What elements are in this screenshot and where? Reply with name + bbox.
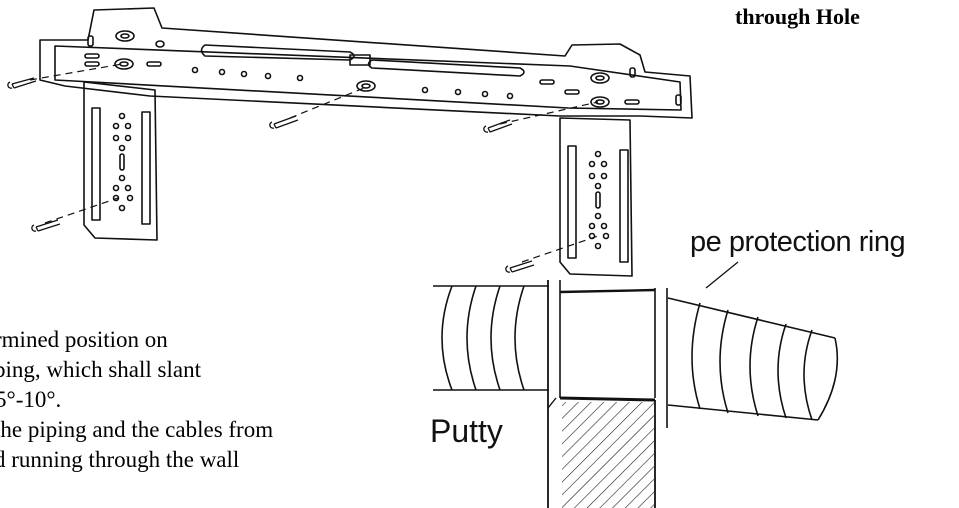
instruction-line: ping, which shall slant [0,357,201,382]
putty-label: Putty [430,413,503,449]
instruction-line: d running through the wall [0,447,240,472]
mounting-plate [39,7,693,119]
wall-hatch [562,402,654,508]
instruction-line: rmined position on [0,327,168,352]
instruction-line: the piping and the cables from [0,417,274,442]
screws [7,63,599,273]
right-support-bracket [559,117,633,277]
pipe-wall-section [433,261,839,508]
section-heading: through Hole [735,4,860,29]
left-support-bracket [83,81,158,241]
instruction-text: rmined position on ping, which shall sla… [0,325,404,475]
pipe-protection-ring-label: pe protection ring [690,226,906,258]
instruction-line: 5°-10°. [0,387,62,412]
